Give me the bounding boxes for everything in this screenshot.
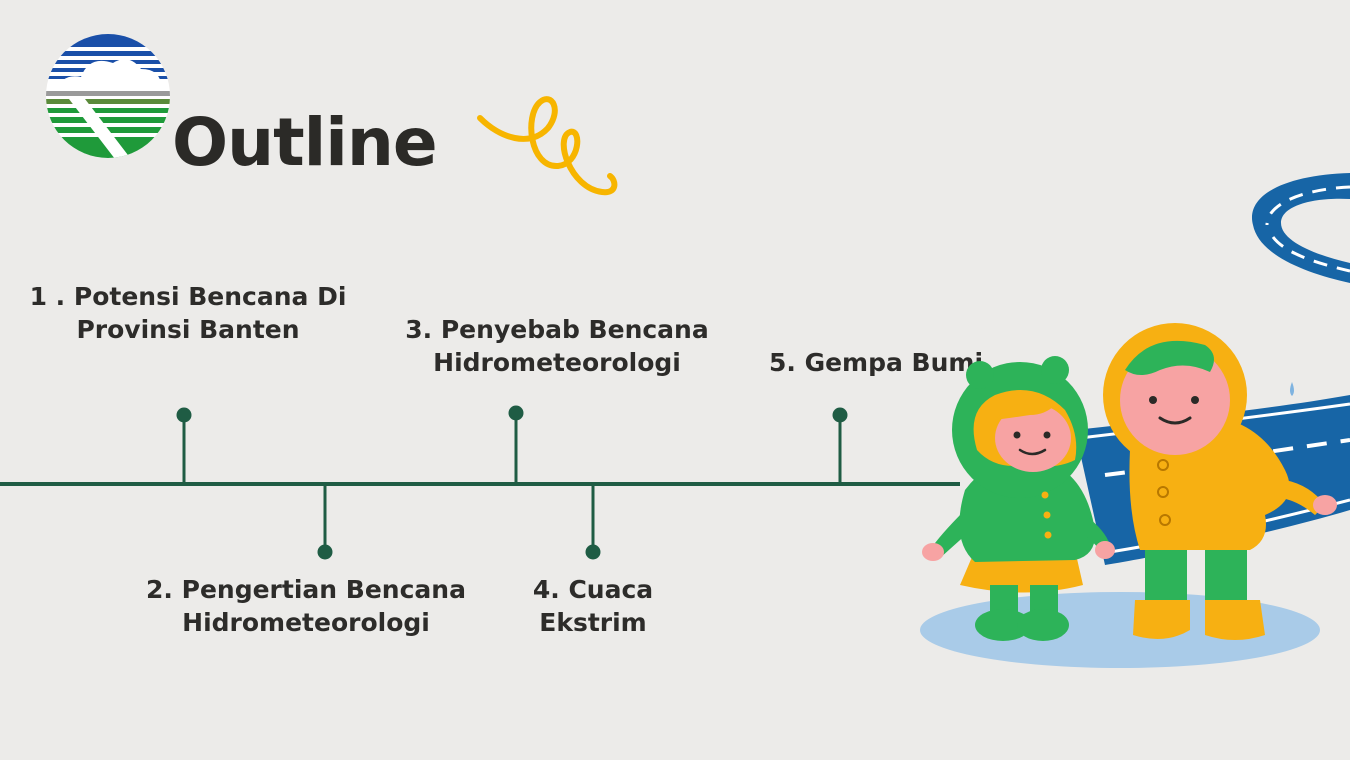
outline-item-3: 3. Penyebab Bencana Hidrometeorologi [405, 313, 708, 379]
timeline-marker-1 [176, 407, 192, 484]
outline-item-1-line1: 1 . Potensi Bencana Di [29, 282, 347, 311]
outline-item-4-line2: Ekstrim [539, 608, 647, 637]
outline-item-5-line1: 5. Gempa Bumi [768, 348, 984, 377]
outline-item-2-line1: 2. Pengertian Bencana [146, 575, 466, 604]
road-decoration-icon [1251, 173, 1350, 283]
outline-item-3-line1: 3. Penyebab Bencana [405, 315, 709, 344]
timeline-marker-3 [508, 405, 524, 484]
outline-item-4-line1: 4. Cuaca [532, 575, 654, 604]
outline-item-5: 5. Gempa Bumi [769, 346, 983, 379]
squiggle-decoration-icon [477, 96, 618, 196]
timeline-marker-2 [317, 484, 333, 560]
outline-item-1-line2: Provinsi Banten [76, 315, 300, 344]
outline-item-3-line2: Hidrometeorologi [433, 348, 681, 377]
page-title: Outline [172, 104, 438, 181]
timeline-marker-5 [832, 407, 848, 484]
timeline-marker-4 [585, 484, 601, 560]
outline-item-1: 1 . Potensi Bencana Di Provinsi Banten [30, 280, 347, 346]
outline-item-4: 4. Cuaca Ekstrim [533, 573, 653, 639]
timeline [0, 405, 960, 560]
bmkg-logo-icon [46, 34, 170, 158]
outline-item-2: 2. Pengertian Bencana Hidrometeorologi [146, 573, 466, 639]
outline-item-2-line2: Hidrometeorologi [182, 608, 430, 637]
children-raincoat-illustration [920, 323, 1350, 668]
